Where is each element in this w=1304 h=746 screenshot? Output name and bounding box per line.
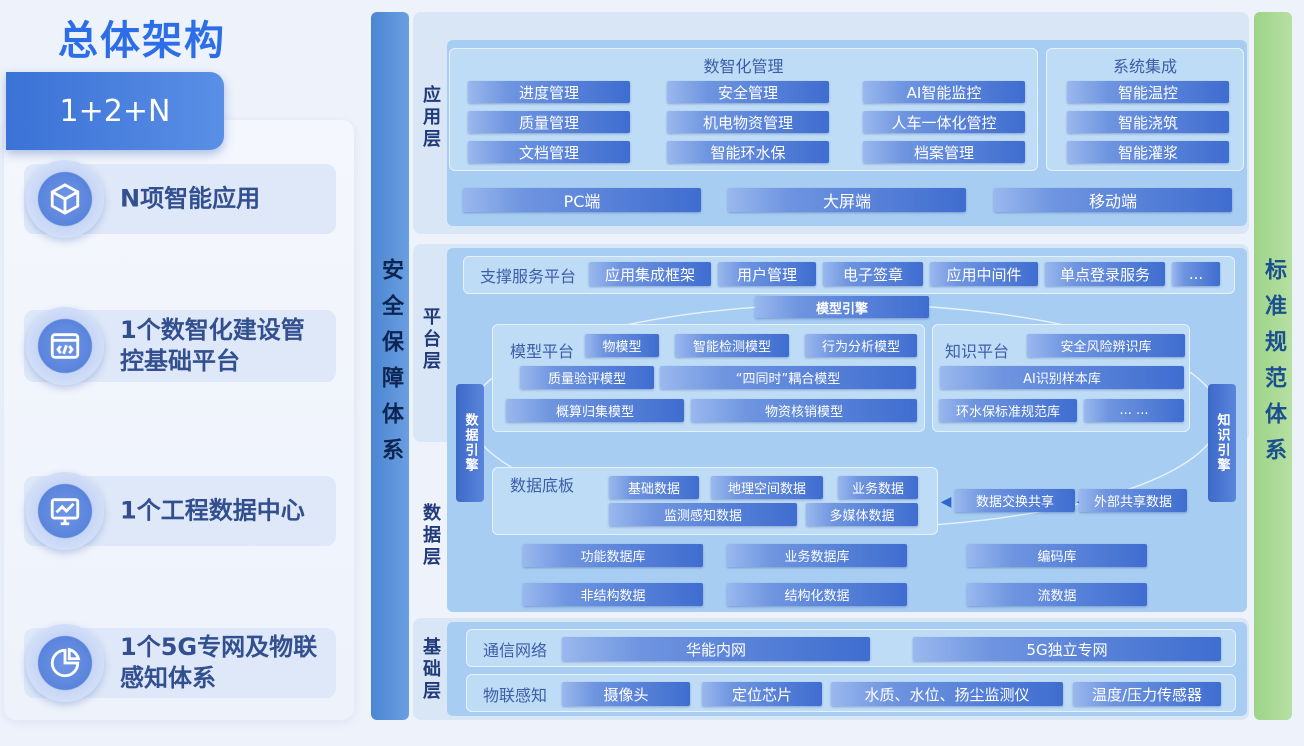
layer-label-infrastructure: 基础层 <box>420 637 441 703</box>
security-system-bar: 安全保障体系 <box>371 12 409 720</box>
model-item-material[interactable]: 物资核销模型 <box>691 399 917 422</box>
left-item-platform: 1个数智化建设管控基础平台 <box>24 307 336 385</box>
standard-system-bar: 标准规范体系 <box>1254 12 1292 720</box>
section-title: 模型平台 <box>510 342 575 361</box>
terminal-mobile[interactable]: 移动端 <box>994 188 1232 212</box>
support-item-e-signature[interactable]: 电子签章 <box>823 262 923 286</box>
app-item-quality[interactable]: 质量管理 <box>468 111 630 133</box>
arrow-left-icon: ◀ <box>940 494 952 510</box>
store-stream[interactable]: 流数据 <box>967 583 1147 606</box>
layer-label-data: 数据层 <box>420 503 441 569</box>
left-item-n-apps: N项智能应用 <box>24 160 336 238</box>
app-item-archive[interactable]: 档案管理 <box>863 141 1025 163</box>
data-item-multimedia[interactable]: 多媒体数据 <box>806 503 918 526</box>
section-title: 通信网络 <box>482 641 547 660</box>
formula-tab: 1+2+N <box>6 72 224 150</box>
section-title: 支撑服务平台 <box>479 267 576 286</box>
model-item-budget[interactable]: 概算归集模型 <box>506 399 684 422</box>
store-business-db[interactable]: 业务数据库 <box>727 544 907 567</box>
section-title: 数据底板 <box>510 476 575 495</box>
section-title: 物联感知 <box>482 686 547 705</box>
page-title: 总体架构 <box>58 18 226 64</box>
support-item-more[interactable]: ... <box>1172 262 1220 286</box>
data-item-geo[interactable]: 地理空间数据 <box>711 476 823 499</box>
data-item-business[interactable]: 业务数据 <box>838 476 918 499</box>
app-item-environment[interactable]: 智能环水保 <box>667 141 829 163</box>
support-item-app-framework[interactable]: 应用集成框架 <box>589 262 711 286</box>
store-functional-db[interactable]: 功能数据库 <box>523 544 703 567</box>
pie-chart-icon <box>26 624 104 702</box>
cube-icon <box>26 160 104 238</box>
iot-temp-pressure-sensor[interactable]: 温度/压力传感器 <box>1073 682 1221 706</box>
model-item-thing-model[interactable]: 物模型 <box>585 334 659 357</box>
model-item-detection[interactable]: 智能检测模型 <box>675 334 789 357</box>
section-title: 知识平台 <box>945 342 1010 361</box>
app-item-people-vehicle[interactable]: 人车一体化管控 <box>863 111 1025 133</box>
network-huaneng-intranet[interactable]: 华能内网 <box>562 637 870 661</box>
app-item-document[interactable]: 文档管理 <box>468 141 630 163</box>
model-item-four-simultaneous[interactable]: “四同时”耦合模型 <box>660 366 916 389</box>
external-shared-data[interactable]: 外部共享数据 <box>1079 489 1187 512</box>
left-item-5g: 1个5G专网及物联感知体系 <box>24 624 336 702</box>
iot-camera[interactable]: 摄像头 <box>562 682 690 706</box>
knowledge-item-more[interactable]: ... ... <box>1084 399 1184 422</box>
terminal-big-screen[interactable]: 大屏端 <box>728 188 966 212</box>
layer-label-application: 应用层 <box>420 85 441 151</box>
app-item-pouring[interactable]: 智能浇筑 <box>1067 111 1229 133</box>
model-item-behavior[interactable]: 行为分析模型 <box>805 334 917 357</box>
left-item-label: 1个数智化建设管控基础平台 <box>120 315 305 375</box>
app-item-ai-monitor[interactable]: AI智能监控 <box>863 81 1025 103</box>
knowledge-item-ai-samples[interactable]: AI识别样本库 <box>940 366 1184 389</box>
model-item-quality-eval[interactable]: 质量验评模型 <box>520 366 654 389</box>
left-item-label: 1个5G专网及物联感知体系 <box>120 632 318 692</box>
iot-water-dust-monitor[interactable]: 水质、水位、扬尘监测仪 <box>831 682 1063 706</box>
app-item-temp-control[interactable]: 智能温控 <box>1067 81 1229 103</box>
left-item-data-center: 1个工程数据中心 <box>24 472 336 550</box>
chart-monitor-icon <box>26 472 104 550</box>
store-unstructured[interactable]: 非结构数据 <box>523 583 703 606</box>
support-item-user-mgmt[interactable]: 用户管理 <box>718 262 816 286</box>
left-item-label: N项智能应用 <box>120 184 261 213</box>
app-item-equipment[interactable]: 机电物资管理 <box>667 111 829 133</box>
left-item-label: 1个工程数据中心 <box>120 496 305 525</box>
support-item-middleware[interactable]: 应用中间件 <box>930 262 1038 286</box>
model-engine[interactable]: 模型引擎 <box>755 296 929 318</box>
knowledge-engine[interactable]: 知识引擎 <box>1208 384 1236 502</box>
knowledge-item-env-standard[interactable]: 环水保标准规范库 <box>939 399 1077 422</box>
network-5g-private[interactable]: 5G独立专网 <box>913 637 1221 661</box>
app-item-safety[interactable]: 安全管理 <box>667 81 829 103</box>
terminal-pc[interactable]: PC端 <box>463 188 701 212</box>
app-item-progress[interactable]: 进度管理 <box>468 81 630 103</box>
store-structured[interactable]: 结构化数据 <box>727 583 907 606</box>
data-exchange[interactable]: 数据交换共享 <box>955 489 1075 512</box>
support-item-sso[interactable]: 单点登录服务 <box>1045 262 1165 286</box>
section-title: 系统集成 <box>1112 57 1177 76</box>
data-item-monitoring[interactable]: 监测感知数据 <box>609 503 797 526</box>
knowledge-item-risk[interactable]: 安全风险辨识库 <box>1027 334 1185 357</box>
layer-label-platform: 平台层 <box>420 307 441 373</box>
iot-positioning-chip[interactable]: 定位芯片 <box>702 682 822 706</box>
data-item-basic[interactable]: 基础数据 <box>609 476 699 499</box>
code-window-icon <box>26 307 104 385</box>
data-engine[interactable]: 数据引擎 <box>456 384 484 502</box>
store-code-lib[interactable]: 编码库 <box>967 544 1147 567</box>
section-title: 数智化管理 <box>703 57 784 76</box>
app-item-grouting[interactable]: 智能灌浆 <box>1067 141 1229 163</box>
